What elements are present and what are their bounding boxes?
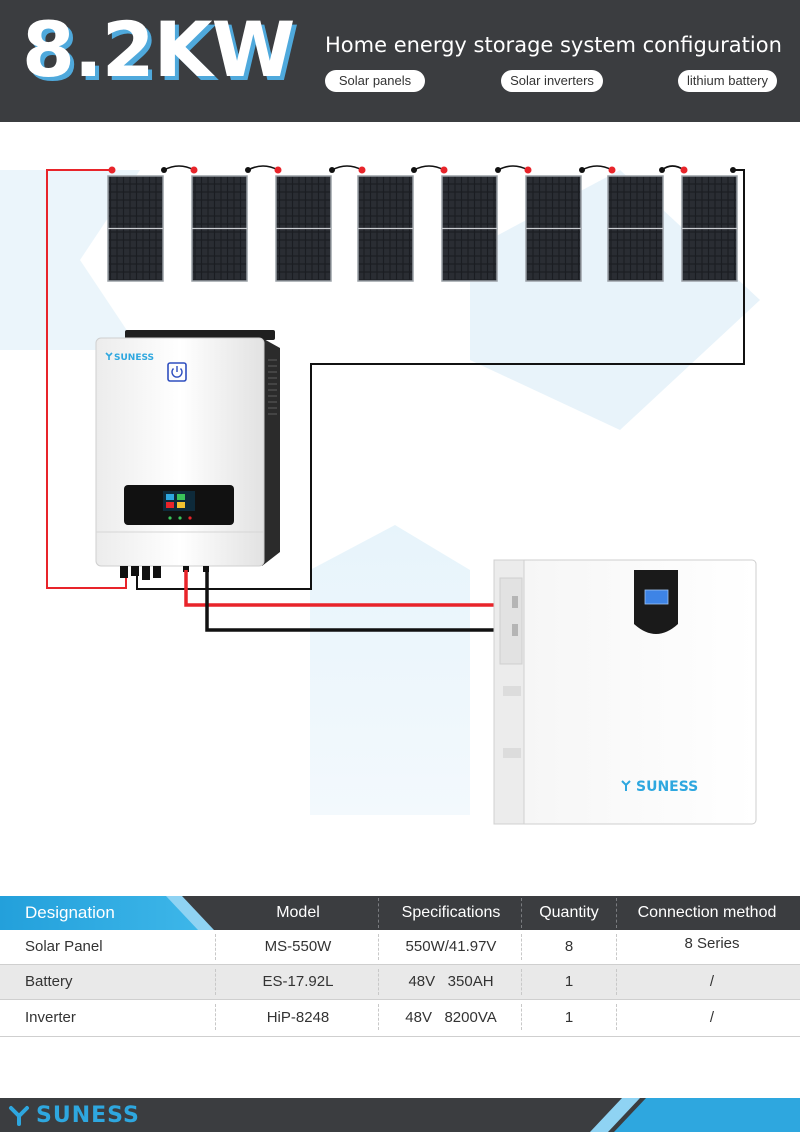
cell-quantity: 1 [564,1009,574,1026]
solar-panel [607,175,664,282]
tag-solar-inverters: Solar inverters [501,70,603,92]
header-specifications: Specifications [401,904,501,921]
terminal-markers [108,166,736,174]
battery-cables [184,570,518,632]
cell-specifications: 48V 350AH [408,973,494,990]
page-title: Home energy storage system configuration [325,33,782,57]
solar-panel-array [107,175,738,282]
series-jumpers [163,165,685,171]
cell-designation: Inverter [25,1009,76,1026]
inverter-logo: SUNESS [105,352,154,363]
cell-connection: / [709,973,715,990]
header-connection-method: Connection method [637,904,777,921]
inverter: SUNESS [95,330,280,580]
header-designation: Designation [25,903,115,922]
header-model: Model [276,904,320,921]
solar-panel [275,175,332,282]
table-header: Designation Model Specifications Quantit… [0,896,800,930]
cell-quantity: 1 [564,973,574,990]
cell-model: HiP-8248 [266,1009,330,1026]
wiring-diagram-svg: SUNESS [0,165,760,825]
cell-specifications: 550W/41.97V [405,938,497,955]
suness-logo-icon [9,1106,29,1126]
battery-brand-label: SUNESS [636,779,698,795]
cell-model: MS-550W [264,938,332,955]
solar-panel [191,175,248,282]
solar-panel [681,175,738,282]
solar-panel [525,175,582,282]
table-row: Solar Panel MS-550W 550W/41.97V 8 8 Seri… [0,930,800,965]
pv-wiring [46,169,745,590]
cell-designation: Battery [25,973,73,990]
table-row: Inverter HiP-8248 48V 8200VA 1 / [0,1000,800,1037]
table-row: Battery ES-17.92L 48V 350AH 1 / [0,965,800,1000]
system-diagram: SUNESS [0,122,800,894]
footer-accent-stripes [590,1098,800,1132]
battery-logo: SUNESS [621,779,698,795]
footer-brand: SUNESS [36,1102,140,1128]
cell-designation: Solar Panel [25,938,103,955]
inverter-brand-label: SUNESS [114,353,154,363]
cell-connection: 8 Series [684,935,740,952]
tag-solar-panels: Solar panels [325,70,425,92]
power-icon [167,362,187,382]
footer-logo: SUNESS [8,1101,140,1129]
cell-connection: / [709,1009,715,1026]
footer-bar: SUNESS [0,1098,800,1132]
cell-quantity: 8 [564,938,574,955]
solar-panel [107,175,164,282]
header-quantity: Quantity [539,904,599,921]
lithium-battery: SUNESS [493,559,757,825]
power-rating: 8.2KW [22,5,295,94]
tag-lithium-battery: lithium battery [678,70,777,92]
cell-specifications: 48V 8200VA [405,1009,497,1026]
configuration-table: Designation Model Specifications Quantit… [0,896,800,1040]
solar-panel [441,175,498,282]
cell-model: ES-17.92L [262,973,334,990]
solar-panel [357,175,414,282]
inverter-connectors [120,566,209,580]
header-banner: 8.2KW Home energy storage system configu… [0,0,800,122]
